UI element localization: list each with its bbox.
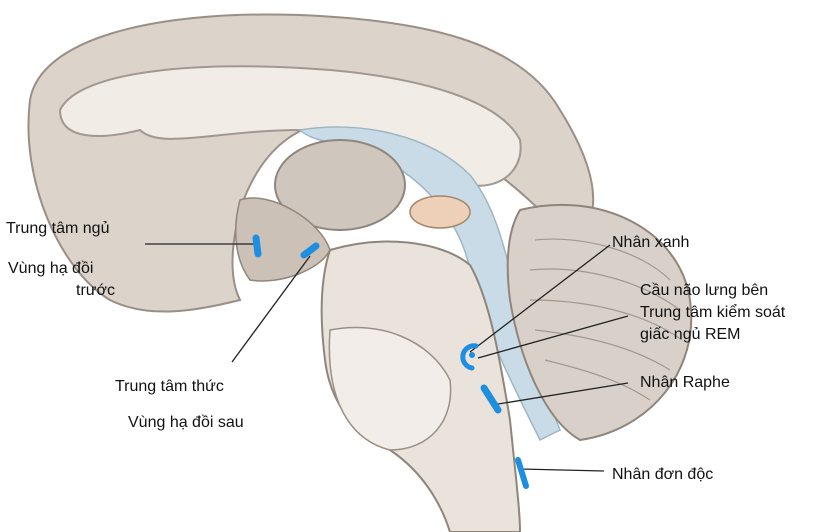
label-pons-line3: giấc ngủ REM <box>640 326 741 343</box>
marker-solitary <box>515 457 529 489</box>
marker-locus-coeruleus <box>469 352 475 358</box>
leader-lines <box>145 243 629 472</box>
nucleus-markers <box>252 234 529 489</box>
marker-sleep-center <box>252 234 262 258</box>
label-pons-line2: Trung tâm kiểm soát <box>640 304 786 321</box>
leader-solitary <box>519 468 605 472</box>
marker-raphe <box>480 384 502 414</box>
label-anterior-hypothalamus-line2: trước <box>76 282 115 299</box>
marker-pons-rem <box>460 343 479 371</box>
cerebellum-folia <box>529 238 683 401</box>
label-raphe: Nhân Raphe <box>640 374 730 391</box>
marker-wake-center <box>300 242 320 259</box>
thalamus <box>274 139 406 231</box>
cerebellum <box>506 203 693 442</box>
pineal-gland <box>409 195 471 229</box>
label-anterior-hypothalamus-line1: Vùng hạ đồi <box>8 260 94 277</box>
leader-pons-rem <box>477 315 629 359</box>
corpus-callosum <box>58 65 522 187</box>
leader-locus-coeruleus <box>469 244 611 353</box>
leader-raphe <box>491 382 629 406</box>
label-wake-center: Trung tâm thức <box>115 378 224 395</box>
leader-wake-center <box>231 255 311 363</box>
label-pons-line1: Cầu não lưng bên <box>640 282 769 299</box>
label-locus-coeruleus: Nhân xanh <box>612 234 690 251</box>
label-posterior-hypothalamus: Vùng hạ đồi sau <box>128 414 244 431</box>
label-solitary: Nhân đơn độc <box>612 466 714 483</box>
pons <box>328 326 452 451</box>
label-sleep-center: Trung tâm ngủ <box>6 220 110 237</box>
